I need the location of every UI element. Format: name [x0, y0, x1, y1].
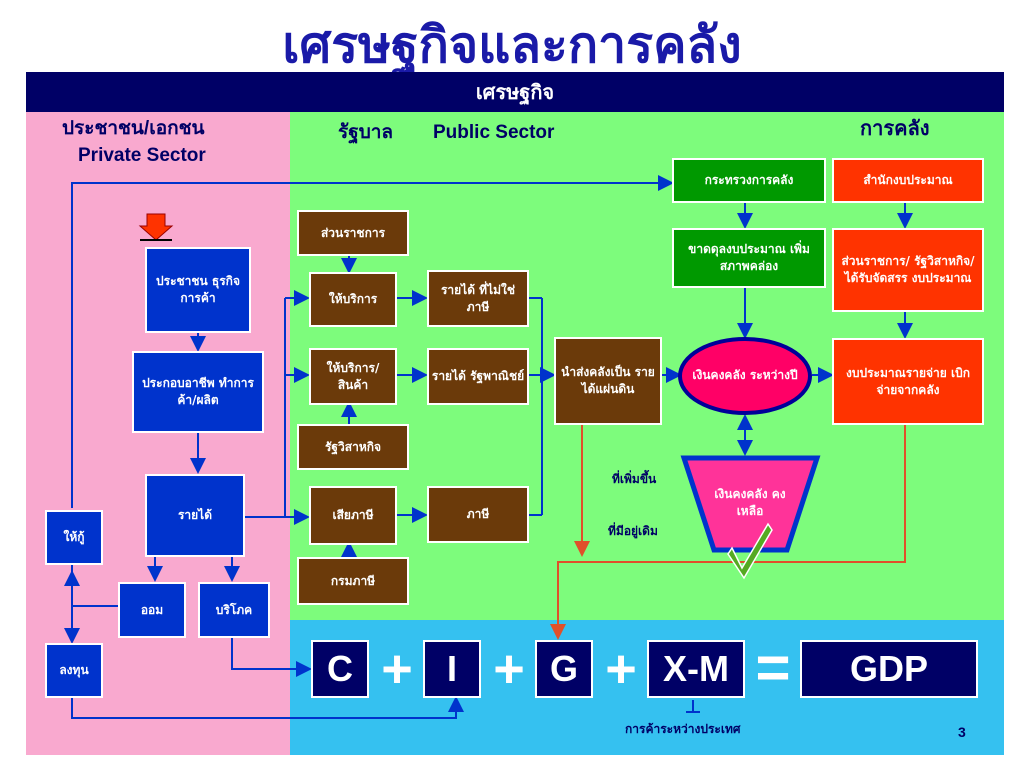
- tax-box: ภาษี: [427, 486, 529, 543]
- remit-treasury-box: นำส่งคลังเป็น รายได้แผ่นดิน: [554, 337, 662, 425]
- plus-sign-3: +: [605, 639, 637, 699]
- treasury-interim-label: เงินคงคลัง ระหว่างปี: [692, 367, 798, 382]
- nontax-revenue-box: รายได้ ที่ไม่ใช่ภาษี: [427, 270, 529, 327]
- increase-label: ที่เพิ่มขึ้น: [612, 472, 657, 486]
- people-business-box: ประชาชน ธุรกิจการค้า: [145, 247, 251, 333]
- page-title: เศรษฐกิจและการคลัง: [282, 16, 742, 74]
- services-goods-box: ให้บริการ/สินค้า: [309, 348, 397, 405]
- government-header-en: Public Sector: [433, 122, 555, 143]
- budget-bureau-box: สำนักงบประมาณ: [832, 158, 984, 203]
- save-box: ออม: [118, 582, 186, 638]
- existing-label: ที่มีอยู่เดิม: [608, 524, 658, 538]
- down-arrow-icon: [138, 213, 174, 241]
- invest-box: ลงทุน: [45, 643, 103, 698]
- treasury-interim-shape: [678, 337, 812, 415]
- plus-sign-1: +: [381, 639, 413, 699]
- services-box: ให้บริการ: [309, 272, 397, 327]
- private-header-en: Private Sector: [78, 145, 206, 166]
- revenue-dept-box: กรมภาษี: [297, 557, 409, 605]
- plus-sign-2: +: [493, 639, 525, 699]
- budget-expenditure-box: งบประมาณรายจ่าย เบิกจ่ายจากคลัง: [832, 338, 984, 425]
- lend-box: ให้กู้: [45, 510, 103, 565]
- agencies-box: ส่วนราชการ: [297, 210, 409, 256]
- consumption-term: C: [311, 640, 369, 698]
- private-header-th: ประชาชน/เอกชน: [62, 118, 205, 139]
- government-header-th: รัฐบาล: [338, 122, 394, 143]
- page-number: 3: [958, 724, 966, 740]
- net-export-term: X-M: [647, 640, 745, 698]
- economy-banner: เศรษฐกิจ: [26, 72, 1004, 112]
- equals-sign: =: [755, 633, 791, 701]
- allocated-agencies-box: ส่วนราชการ/ รัฐวิสาหกิจ/ ได้รับจัดสรร งบ…: [832, 228, 984, 312]
- investment-term: I: [423, 640, 481, 698]
- pay-tax-box: เสียภาษี: [309, 486, 397, 545]
- ministry-finance-box: กระทรวงการคลัง: [672, 158, 826, 203]
- government-term: G: [535, 640, 593, 698]
- consume-box: บริโภค: [198, 582, 270, 638]
- treasury-balance-label: เงินคงคลัง คงเหลือ: [714, 487, 786, 518]
- commercial-revenue-box: รายได้ รัฐพาณิชย์: [427, 348, 529, 405]
- income-box: รายได้: [145, 474, 245, 557]
- occupation-box: ประกอบอาชีพ ทำการค้า/ผลิต: [132, 351, 264, 433]
- deficit-budget-box: ขาดดุลงบประมาณ เพิ่มสภาพคล่อง: [672, 228, 826, 288]
- fiscal-header: การคลัง: [860, 118, 930, 140]
- intl-trade-label: การค้าระหว่างประเทศ: [625, 722, 741, 736]
- gdp-term: GDP: [800, 640, 978, 698]
- treasury-balance-shape: [680, 455, 821, 553]
- check-icon: [727, 522, 773, 580]
- state-enterprise-box: รัฐวิสาหกิจ: [297, 424, 409, 470]
